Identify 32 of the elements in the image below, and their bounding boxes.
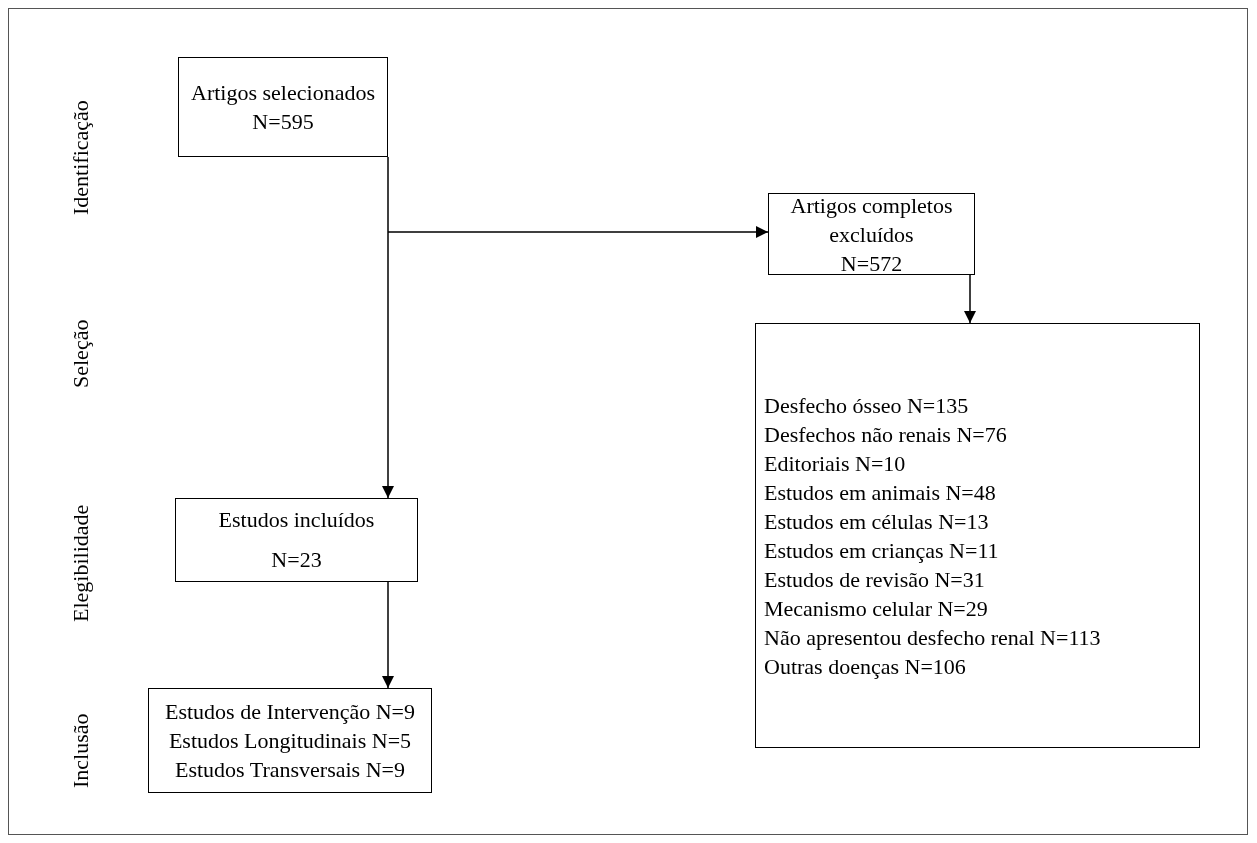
box-text: Estudos incluídos	[217, 507, 376, 533]
box-text: Editoriais N=10	[764, 449, 907, 478]
process-box	[178, 57, 388, 157]
process-box	[148, 688, 432, 793]
arrow	[964, 274, 976, 324]
box-text: N=572	[839, 249, 904, 278]
box-text: Desfecho ósseo N=135	[764, 391, 970, 420]
process-box	[755, 323, 1200, 748]
box-text: Estudos de Intervenção N=9	[163, 698, 417, 726]
box-text: Estudos Transversais N=9	[174, 756, 406, 784]
stage-label: Seleção	[68, 319, 94, 388]
box-text: N=23	[270, 547, 323, 573]
stage-label: Inclusão	[68, 713, 94, 788]
box-text: N=595	[251, 108, 315, 136]
box-text: Artigos selecionados	[190, 79, 376, 107]
process-box	[175, 498, 418, 582]
box-text: Estudos em células N=13	[764, 507, 990, 536]
process-box	[768, 193, 975, 275]
arrow	[382, 156, 394, 499]
box-text: Estudos em animais N=48	[764, 478, 997, 507]
stage-label: Identificação	[68, 100, 94, 215]
box-text: Estudos Longitudinais N=5	[167, 727, 413, 755]
box-text: Estudos de revisão N=31	[764, 565, 986, 594]
box-text: Não apresentou desfecho renal N=113	[764, 623, 1102, 652]
box-text: Outras doenças N=106	[764, 652, 967, 681]
box-text: Desfechos não renais N=76	[764, 420, 1008, 449]
stage-label: Elegibilidade	[68, 504, 94, 622]
arrow	[387, 226, 769, 238]
box-text: Mecanismo celular N=29	[764, 594, 989, 623]
box-text: Estudos em crianças N=11	[764, 536, 1000, 565]
box-text: Artigos completos excluídos	[789, 191, 954, 249]
arrow	[382, 581, 394, 689]
